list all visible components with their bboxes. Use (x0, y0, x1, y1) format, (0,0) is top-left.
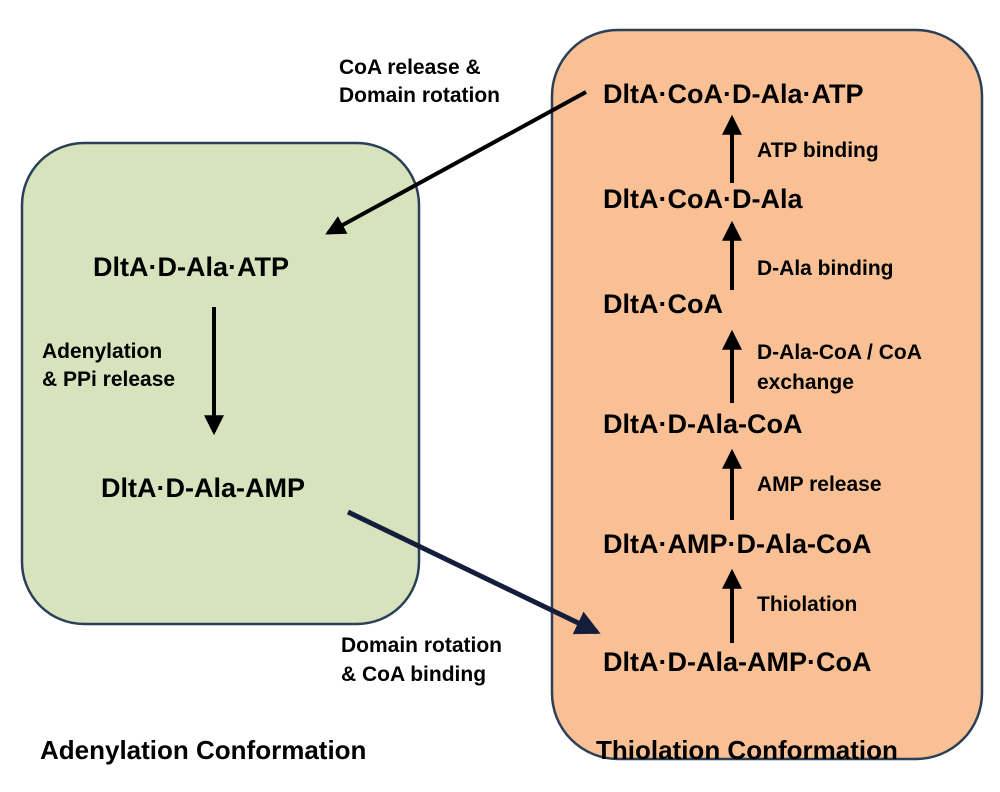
exchange-label-line1: D-Ala-CoA / CoA (757, 341, 922, 364)
domain-rotation-label-line2: & CoA binding (341, 663, 486, 686)
atp-binding-label: ATP binding (757, 139, 879, 162)
adenylation-step-label-line1: Adenylation (42, 340, 162, 363)
domain-rotation-coa-binding-arrow (346, 509, 601, 635)
adenylation-caption: Adenylation Conformation (40, 735, 366, 765)
state-dlta-coa: DltA·CoA (603, 289, 723, 319)
coa-release-domain-rotation-arrow (325, 90, 587, 235)
dala-binding-label: D-Ala binding (757, 257, 893, 280)
domain-rotation-label-line1: Domain rotation (341, 634, 502, 657)
state-dlta-dala-amp-coa: DltA·D-Ala-AMP·CoA (603, 647, 871, 677)
exchange-label-line2: exchange (757, 371, 854, 394)
thiolation-step-label: Thiolation (757, 593, 857, 616)
state-dlta-dala-coa: DltA·D-Ala-CoA (603, 409, 802, 439)
state-dlta-dala-amp: DltA·D-Ala-AMP (101, 473, 305, 503)
thiolation-caption: Thiolation Conformation (596, 735, 898, 765)
adenylation-step-label-line2: & PPi release (42, 368, 175, 391)
state-dlta-coa-dala: DltA·CoA·D-Ala (603, 184, 803, 214)
amp-release-label: AMP release (757, 473, 882, 496)
state-dlta-coa-dala-atp: DltA·CoA·D-Ala·ATP (603, 79, 863, 109)
coa-release-label-line2: Domain rotation (339, 84, 500, 107)
state-dlta-amp-dala-coa: DltA·AMP·D-Ala-CoA (603, 529, 871, 559)
state-dlta-dala-atp: DltA·D-Ala·ATP (93, 252, 289, 282)
thiolation-conformation-box (550, 28, 984, 761)
adenylation-conformation-box (20, 141, 421, 626)
coa-release-label-line1: CoA release & (339, 56, 481, 79)
